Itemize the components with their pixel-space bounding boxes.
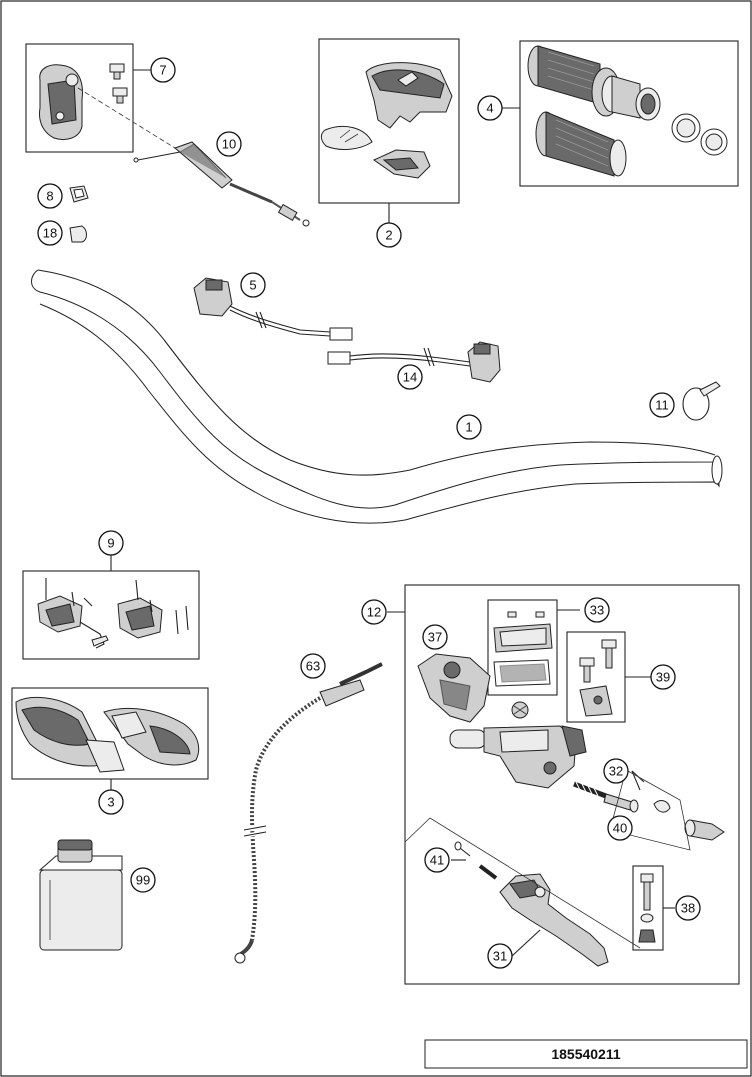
callout-7: 7 xyxy=(150,57,176,83)
callout-8-label: 8 xyxy=(46,189,53,204)
callout-4: 4 xyxy=(477,95,503,121)
pivot-screw xyxy=(638,873,656,943)
cable-tie xyxy=(682,381,721,421)
leader-lines xyxy=(110,69,691,957)
callout-63-label: 63 xyxy=(306,659,320,674)
callout-11: 11 xyxy=(649,392,675,418)
callout-37-label: 37 xyxy=(428,630,442,645)
callout-10-label: 10 xyxy=(222,137,236,152)
handguards xyxy=(15,696,200,773)
callout-7-label: 7 xyxy=(159,63,166,78)
callout-31: 31 xyxy=(487,943,513,969)
box-grip-set xyxy=(519,40,739,187)
switch-right xyxy=(327,341,501,383)
hydraulic-hose xyxy=(234,662,383,964)
adjuster-pin xyxy=(653,800,725,841)
callout-37: 37 xyxy=(422,624,448,650)
callout-14: 14 xyxy=(397,364,423,390)
callout-1-label: 1 xyxy=(465,420,472,435)
callout-40-label: 40 xyxy=(613,821,627,836)
box-throttle-housing xyxy=(25,43,134,153)
reference-box xyxy=(424,1039,748,1069)
callout-18: 18 xyxy=(37,220,63,246)
throttle-housing xyxy=(39,63,176,149)
callout-40: 40 xyxy=(607,815,633,841)
callout-33: 33 xyxy=(584,597,610,623)
clamp-part xyxy=(417,653,491,723)
box-handguards xyxy=(11,687,209,780)
reference-number: 185540211 xyxy=(551,1046,621,1062)
callout-39-label: 39 xyxy=(656,670,670,685)
throttle-cable xyxy=(133,141,310,227)
cover-kit xyxy=(320,62,453,179)
callout-9: 9 xyxy=(98,530,124,556)
callout-9-label: 9 xyxy=(107,536,114,551)
callout-11-label: 11 xyxy=(655,398,669,413)
callout-12: 12 xyxy=(361,599,387,625)
handguard-mount xyxy=(37,578,189,649)
callout-2: 2 xyxy=(376,222,402,248)
callout-32-label: 32 xyxy=(609,764,623,779)
callout-38: 38 xyxy=(675,895,701,921)
grip-set xyxy=(527,45,728,177)
clip-part xyxy=(69,185,89,203)
callout-12-label: 12 xyxy=(367,605,381,620)
callout-2-label: 2 xyxy=(385,228,392,243)
callout-32: 32 xyxy=(603,758,629,784)
callout-33-label: 33 xyxy=(590,603,604,618)
handlebar xyxy=(31,269,723,524)
callout-3-label: 3 xyxy=(107,795,114,810)
callout-5-label: 5 xyxy=(249,278,256,293)
cap-part xyxy=(69,225,87,243)
callout-99: 99 xyxy=(130,867,156,893)
callout-1: 1 xyxy=(456,414,482,440)
clutch-lever xyxy=(454,841,609,967)
callout-41-label: 41 xyxy=(430,853,444,868)
master-cylinder xyxy=(449,701,587,789)
callout-38-label: 38 xyxy=(681,901,695,916)
reservoir-cover xyxy=(493,611,553,687)
box-clutch-master xyxy=(404,584,740,985)
callout-39: 39 xyxy=(650,664,676,690)
pushrod-spring xyxy=(573,781,639,813)
callout-5: 5 xyxy=(240,272,266,298)
callout-10: 10 xyxy=(216,131,242,157)
callout-18-label: 18 xyxy=(43,226,57,241)
callout-4-label: 4 xyxy=(486,101,493,116)
oil-can xyxy=(38,839,123,951)
callout-41: 41 xyxy=(424,847,450,873)
callout-99-label: 99 xyxy=(136,873,150,888)
callout-8: 8 xyxy=(37,183,63,209)
callout-63: 63 xyxy=(300,653,326,679)
box-reservoir-cover xyxy=(487,599,558,696)
clamp-screws xyxy=(579,639,617,717)
callout-3: 3 xyxy=(98,789,124,815)
callout-14-label: 14 xyxy=(403,370,417,385)
switch-left xyxy=(193,277,353,341)
callout-31-label: 31 xyxy=(493,949,507,964)
